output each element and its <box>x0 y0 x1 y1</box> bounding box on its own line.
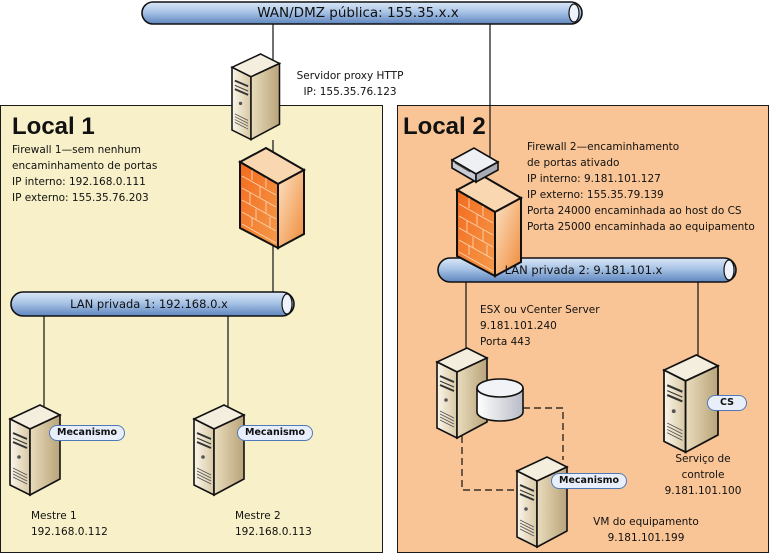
firewall-2-line: IP interno: 9.181.101.127 <box>527 173 661 185</box>
firewall-2-icon <box>450 147 522 277</box>
lan1-label-box: LAN privada 1: 192.168.0.x <box>11 292 287 316</box>
cs-badge: CS <box>707 395 747 411</box>
wan-label: WAN/DMZ pública: 155.35.x.x <box>257 5 459 21</box>
cs-ip: 9.181.101.100 <box>664 485 742 497</box>
firewall-1-line: Firewall 1—sem nenhum <box>12 144 141 156</box>
firewall-2-line: Firewall 2—encaminhamento <box>527 141 680 153</box>
esx-label: ESX ou vCenter Server 9.181.101.240 Port… <box>480 302 600 350</box>
cs-line: controle <box>681 469 725 481</box>
proxy-label: Servidor proxy HTTP IP: 155.35.76.123 <box>290 68 410 100</box>
esx-name: ESX ou vCenter Server <box>480 304 600 316</box>
vm-name: VM do equipamento <box>593 516 699 528</box>
local-2-title: Local 2 <box>403 113 486 140</box>
firewall-1-info: Firewall 1—sem nenhum encaminhamento de … <box>12 142 157 206</box>
firewall-1-line: IP externo: 155.35.76.203 <box>12 192 149 204</box>
firewall-1-icon <box>239 147 305 249</box>
cs-line: Serviço de <box>675 453 731 465</box>
vm-label: VM do equipamento 9.181.101.199 <box>576 514 716 546</box>
mestre-2-name: Mestre 2 <box>235 510 281 522</box>
mestre-2-badge: Mecanismo <box>237 425 314 441</box>
mestre-1-name: Mestre 1 <box>31 510 77 522</box>
vm-ip: 9.181.101.199 <box>607 532 685 544</box>
proxy-ip: IP: 155.35.76.123 <box>303 86 397 98</box>
proxy-server-icon <box>231 53 281 141</box>
mestre-2-server-icon <box>193 404 245 496</box>
mestre-2-ip: 192.168.0.113 <box>235 526 312 538</box>
firewall-2-line: IP externo: 155.35.79.139 <box>527 189 664 201</box>
lan2-label-box: LAN privada 2: 9.181.101.x <box>438 258 729 282</box>
vm-dashed-link <box>461 407 564 491</box>
esx-port: Porta 443 <box>480 336 531 348</box>
mestre-1-ip: 192.168.0.112 <box>31 526 108 538</box>
zone-local-1 <box>0 105 383 553</box>
datastore-disk-icon <box>476 378 524 422</box>
firewall-2-line: Porta 24000 encaminhada ao host do CS <box>527 205 742 217</box>
proxy-name: Servidor proxy HTTP <box>296 70 404 82</box>
wan-label-box: WAN/DMZ pública: 155.35.x.x <box>142 2 574 24</box>
local-1-title: Local 1 <box>12 113 95 140</box>
firewall-2-line: Porta 25000 encaminhada ao equipamento <box>527 221 755 233</box>
lan1-label: LAN privada 1: 192.168.0.x <box>70 297 228 311</box>
mestre-1-badge: Mecanismo <box>49 425 126 441</box>
vm-server-icon <box>516 456 568 548</box>
firewall-1-line: encaminhamento de portas <box>12 160 158 172</box>
vm-badge: Mecanismo <box>551 473 628 489</box>
lan1-pipe <box>10 291 295 317</box>
esx-ip: 9.181.101.240 <box>480 320 557 332</box>
firewall-2-info: Firewall 2—encaminhamento de portas ativ… <box>527 139 755 235</box>
mestre-2-label: Mestre 2 192.168.0.113 <box>235 508 312 540</box>
firewall-2-line: de portas ativado <box>527 157 620 169</box>
firewall-1-line: IP interno: 192.168.0.111 <box>12 176 146 188</box>
mestre-1-server-icon <box>9 404 61 496</box>
wan-pipe <box>141 1 583 25</box>
lan2-label: LAN privada 2: 9.181.101.x <box>504 263 663 277</box>
cs-label: Serviço de controle 9.181.101.100 <box>648 451 758 499</box>
mestre-1-label: Mestre 1 192.168.0.112 <box>31 508 108 540</box>
